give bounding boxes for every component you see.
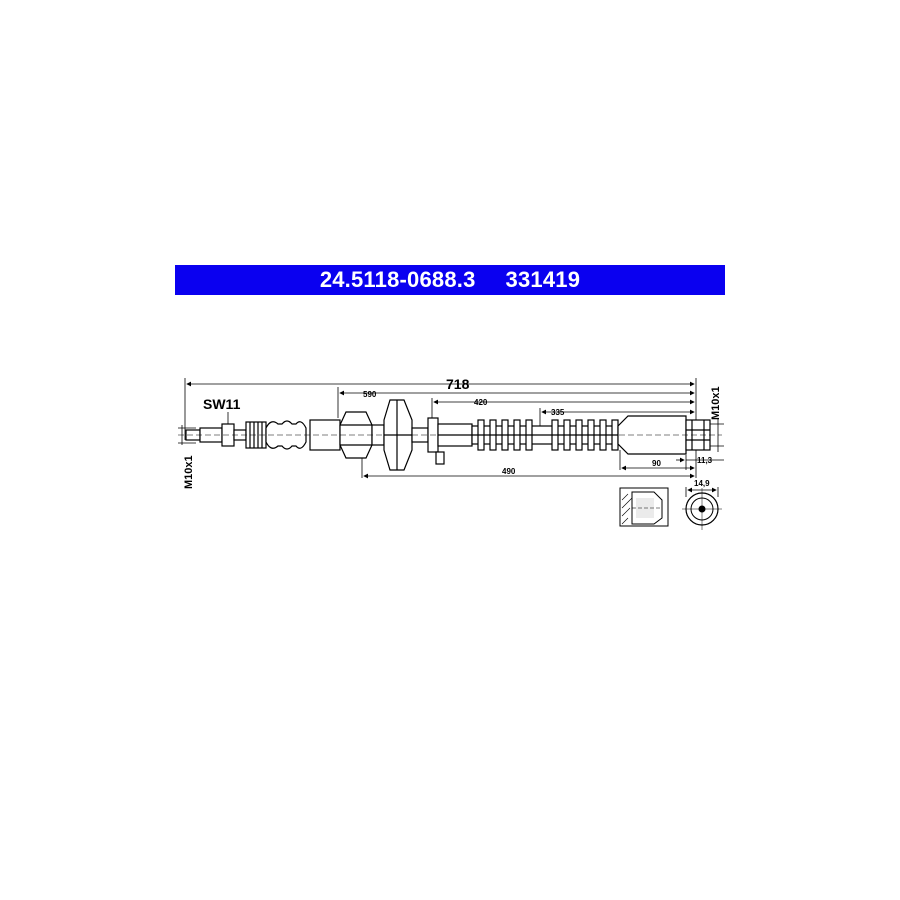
- dim-90: 90: [652, 459, 661, 468]
- dim-overall-length: 718: [446, 376, 470, 392]
- dim-490: 490: [502, 467, 516, 476]
- right-nut: [685, 419, 711, 451]
- dimension-lines: [178, 378, 724, 497]
- part-number-banner: 24.5118-0688.3 331419: [175, 265, 725, 295]
- reference-number: 331419: [505, 267, 581, 292]
- dim-14-9: 14,9: [694, 479, 710, 488]
- section-detail-view: [619, 487, 669, 527]
- dim-11-3: 11,3: [697, 456, 713, 465]
- dim-335: 335: [551, 408, 565, 417]
- dim-420: 420: [474, 398, 488, 407]
- dim-590: 590: [363, 390, 377, 399]
- wrench-size-label: SW11: [203, 396, 241, 412]
- right-thread-label: M10x1: [710, 386, 722, 420]
- left-thread-label: M10x1: [183, 455, 195, 489]
- end-detail-view: [682, 488, 722, 530]
- part-number: 24.5118-0688.3: [319, 267, 476, 292]
